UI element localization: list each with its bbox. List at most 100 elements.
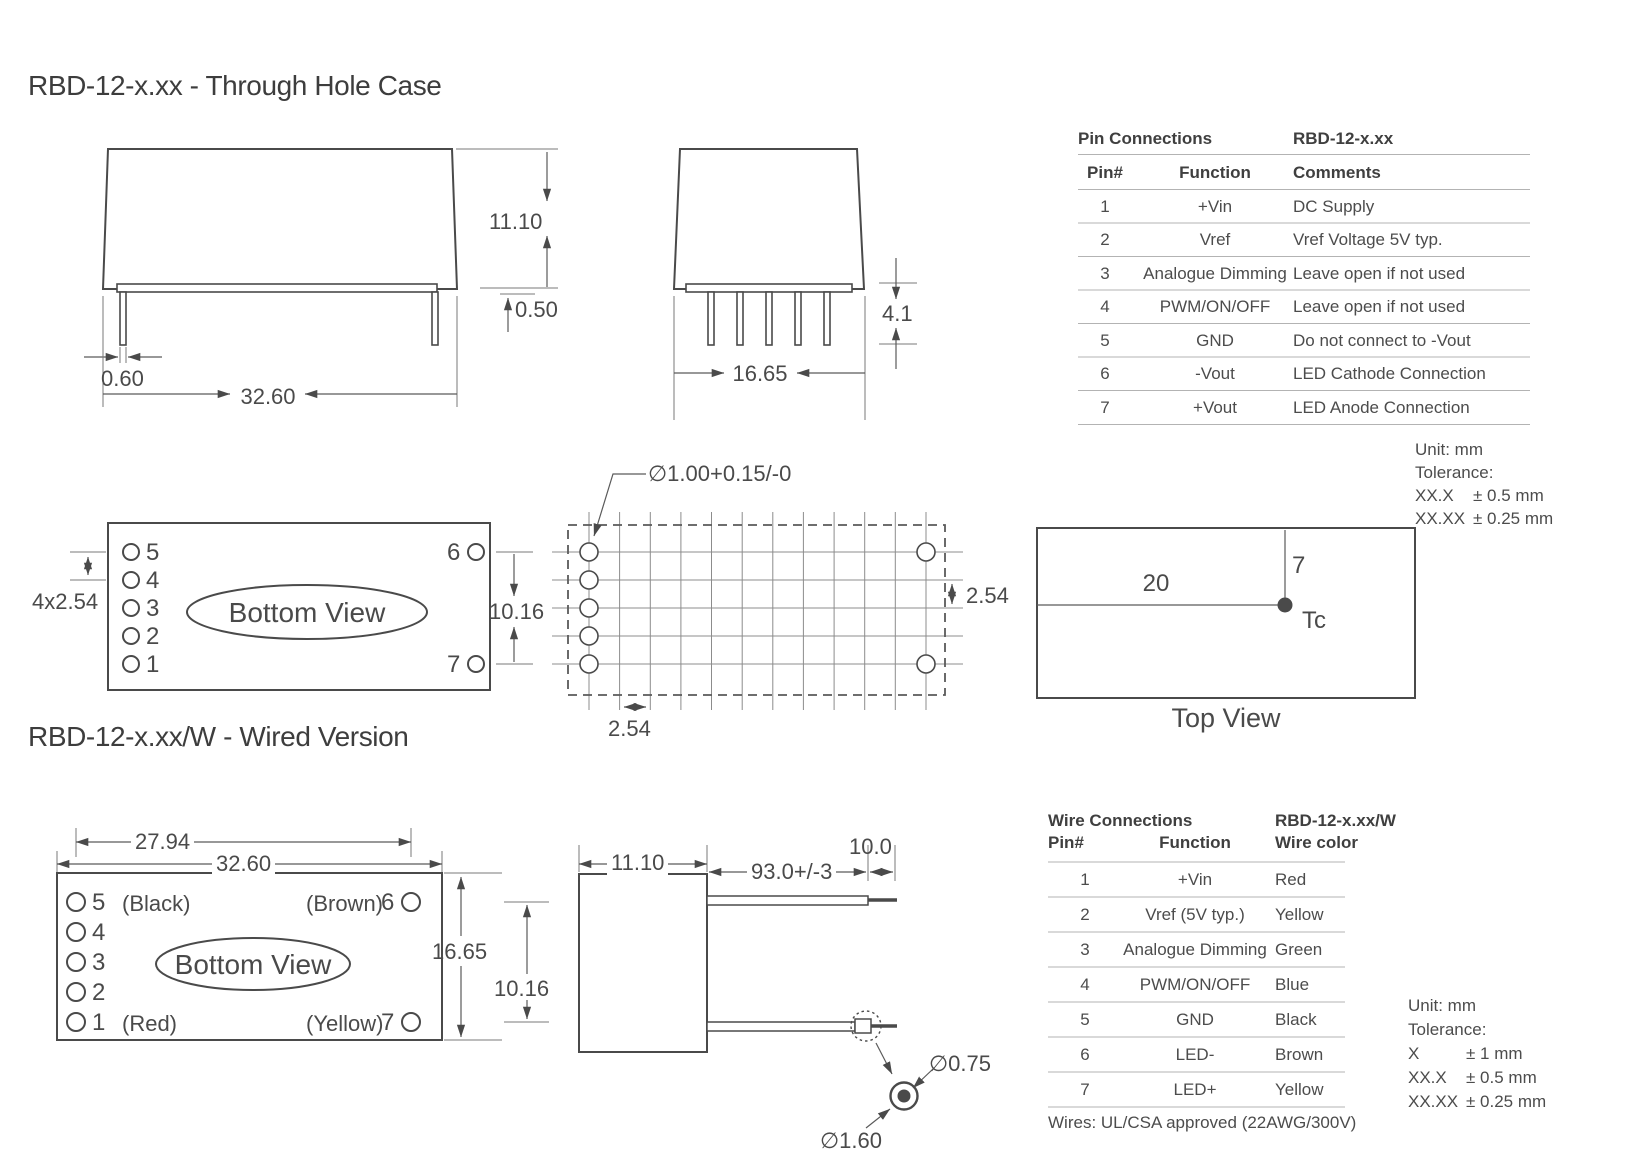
wire-table-cell: 4 <box>1080 975 1090 994</box>
tolerance-key: XX.X <box>1415 486 1454 505</box>
dim-front-pin-width: 0.60 <box>101 366 144 391</box>
wire-table-cell: PWM/ON/OFF <box>1139 975 1251 994</box>
dim-row-span: 10.16 <box>489 599 545 624</box>
wire-table-cell: 2 <box>1080 905 1090 924</box>
pin-number: 3 <box>92 949 106 976</box>
dim-tc-from-left: 20 <box>1142 570 1170 597</box>
pin-table-cell: Vref <box>1199 230 1231 249</box>
pin-table-cell: Analogue Dimming <box>1143 264 1287 283</box>
pin-table-cell: Vref Voltage 5V typ. <box>1293 230 1443 249</box>
tolerance-key: XX.XX <box>1408 1092 1459 1111</box>
pin-number: 6 <box>381 889 395 916</box>
dim-wire-length: 93.0+/-3 <box>747 859 837 885</box>
pin-table-cell: Do not connect to -Vout <box>1293 331 1471 350</box>
pin-number: 3 <box>146 595 160 622</box>
tolerance-value: ± 0.25 mm <box>1473 509 1554 528</box>
pin-table-cell: -Vout <box>1195 364 1235 383</box>
pin-number: 2 <box>92 979 106 1006</box>
tolerance-value: ± 0.25 mm <box>1466 1092 1547 1111</box>
wire-table-cell: Yellow <box>1275 905 1324 924</box>
pin-table-header-pin: Pin# <box>1087 163 1123 182</box>
tolerance-row: XX.XX ± 0.25 mm <box>1408 1092 1546 1112</box>
wire-table-cell: LED- <box>1175 1045 1215 1064</box>
dim-side-pin-length: 4.1 <box>882 301 913 326</box>
pin-table-rules <box>1078 154 1530 425</box>
wire-table-cell: 3 <box>1080 940 1090 959</box>
wire-table-cell: Analogue Dimming <box>1123 940 1267 959</box>
bottom-view-drawing <box>70 522 533 691</box>
dim-wired-depth: 16.65 <box>432 939 488 964</box>
tolerance-key: X <box>1408 1044 1420 1063</box>
wire-table-header-color: Wire color <box>1275 833 1358 852</box>
pin-number: 6 <box>447 539 461 566</box>
wire-color-black: (Black) <box>122 891 191 916</box>
front-view-drawing <box>84 148 558 407</box>
unit-label: Unit: mm <box>1415 440 1483 459</box>
dim-pitch-y: 2.54 <box>966 583 1009 608</box>
section-title-wired: RBD-12-x.xx/W - Wired Version <box>28 721 409 752</box>
wire-color-brown: (Brown) <box>306 891 384 916</box>
tolerance-key: XX.XX <box>1415 509 1466 528</box>
wire-table-cell: GND <box>1176 1010 1214 1029</box>
pin-table-cell: 2 <box>1100 230 1110 249</box>
pin-table-cell: PWM/ON/OFF <box>1159 297 1271 316</box>
pin-table-cell: +Vout <box>1193 398 1237 417</box>
wire-table-header-pin: Pin# <box>1048 833 1084 852</box>
pin-number: 7 <box>447 651 461 678</box>
side-view-drawing <box>672 148 917 420</box>
wire-table-cell: Vref (5V typ.) <box>1145 905 1245 924</box>
hole-pattern-drawing <box>552 473 963 712</box>
tolerance-value: ± 0.5 mm <box>1466 1068 1537 1087</box>
tolerance-key: XX.X <box>1408 1068 1447 1087</box>
wire-table-cell: 5 <box>1080 1010 1090 1029</box>
dim-wired-pin-span: 27.94 <box>131 829 195 855</box>
tolerance-row: XX.XX ± 0.25 mm <box>1415 509 1553 529</box>
wire-table-footer: Wires: UL/CSA approved (22AWG/300V) <box>1048 1113 1357 1132</box>
wire-table-cell: LED+ <box>1173 1080 1217 1099</box>
wire-table-header-function: Function <box>1159 833 1231 852</box>
tolerance-label: Tolerance: <box>1408 1020 1487 1039</box>
pin-table-cell: 3 <box>1100 264 1110 283</box>
wire-table-cell: Red <box>1275 870 1307 889</box>
dim-side-depth: 16.65 <box>732 361 788 386</box>
pin-table-cell: Leave open if not used <box>1293 297 1466 316</box>
pin-table-cell: DC Supply <box>1293 197 1375 216</box>
pin-table-cell: GND <box>1196 331 1234 350</box>
pin-table-title: Pin Connections <box>1078 129 1213 148</box>
dim-wired-row-span: 10.16 <box>494 976 550 1001</box>
pin-table-cell: LED Cathode Connection <box>1293 364 1486 383</box>
wire-table-model: RBD-12-x.xx/W <box>1275 811 1396 830</box>
pin-number: 1 <box>92 1009 106 1036</box>
pin-number: 5 <box>92 889 106 916</box>
wire-table-cell: +Vin <box>1177 870 1213 889</box>
wire-color-yellow: (Yellow) <box>306 1011 384 1036</box>
wire-table-cell: Blue <box>1275 975 1310 994</box>
pin-table-cell: 4 <box>1100 297 1110 316</box>
dim-wire-strip: 10.0 <box>849 834 892 859</box>
pin-table-cell: +Vin <box>1197 197 1233 216</box>
pin-table-cell: LED Anode Connection <box>1293 398 1470 417</box>
pin-number: 7 <box>381 1009 395 1036</box>
top-view-caption: Top View <box>1171 703 1281 733</box>
pin-number: 2 <box>146 623 160 650</box>
dim-tc-from-top: 7 <box>1292 552 1306 579</box>
section-title-through-hole: RBD-12-x.xx - Through Hole Case <box>28 70 442 101</box>
dim-conductor-diameter: ∅0.75 <box>929 1051 991 1076</box>
pin-number: 1 <box>146 651 160 678</box>
dim-hole-diameter: ∅1.00+0.15/-0 <box>648 461 792 486</box>
dim-insulation-diameter: ∅1.60 <box>820 1128 882 1153</box>
wire-table-cell: 7 <box>1080 1080 1090 1099</box>
dim-pitch-x: 2.54 <box>608 716 651 741</box>
wire-table-cell: Yellow <box>1275 1080 1324 1099</box>
wire-table-cell: 1 <box>1080 870 1090 889</box>
pin-table-header-comments: Comments <box>1293 163 1381 182</box>
top-view-drawing <box>1036 527 1416 699</box>
tc-point-label: Tc <box>1302 607 1326 634</box>
wire-color-red: (Red) <box>122 1011 178 1036</box>
wire-table-title: Wire Connections <box>1048 811 1193 830</box>
pin-number: 5 <box>146 539 160 566</box>
tolerance-row: XX.X± 0.5 mm <box>1415 486 1544 506</box>
wire-table-cell: 6 <box>1080 1045 1090 1064</box>
